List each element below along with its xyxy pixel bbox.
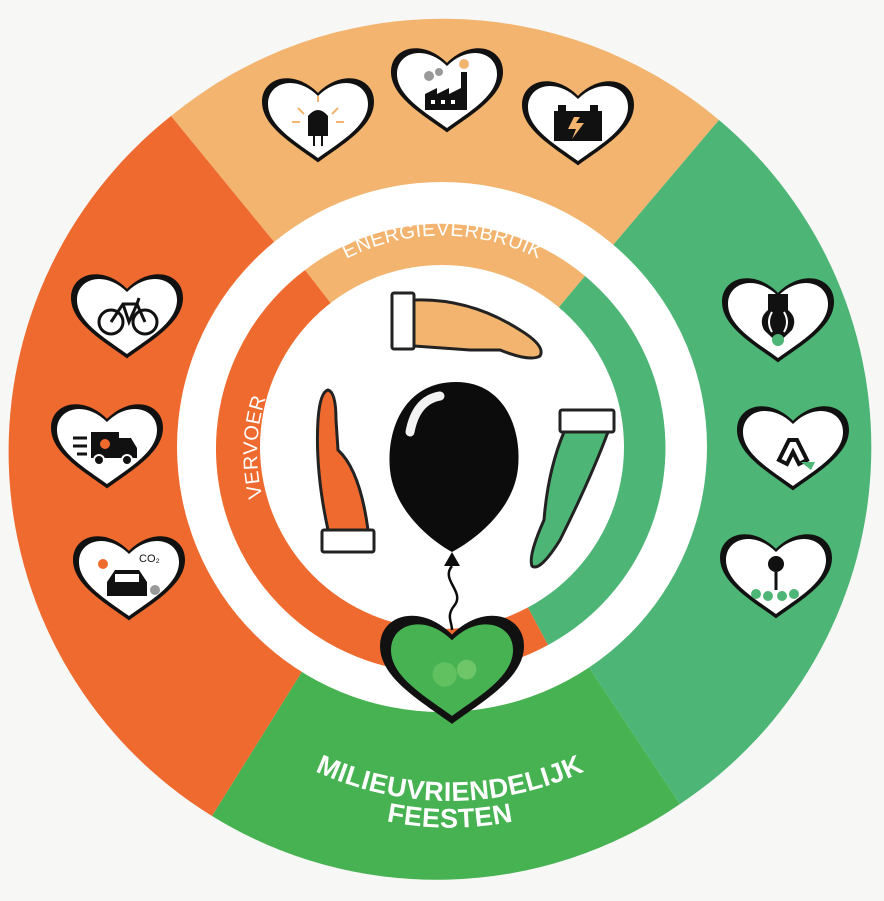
recycle-icon (737, 406, 849, 491)
title-line-2: FEESTEN (385, 798, 514, 834)
factory-icon (391, 48, 503, 133)
hand-bulb-icon (722, 278, 834, 363)
car-emission-icon: CO₂ (73, 536, 185, 621)
green-heart-icon (380, 615, 524, 724)
bicycle-icon (71, 274, 183, 359)
light-icon (262, 78, 374, 163)
co2-label: CO₂ (139, 553, 160, 565)
transport-hand-icon (315, 388, 376, 554)
balloon-icon (389, 382, 519, 631)
battery-icon (522, 81, 634, 166)
materials-hand-icon (529, 408, 616, 569)
delivery-van-icon (51, 404, 163, 489)
energy-hand-icon (390, 291, 543, 360)
flower-bed-icon (720, 534, 832, 619)
